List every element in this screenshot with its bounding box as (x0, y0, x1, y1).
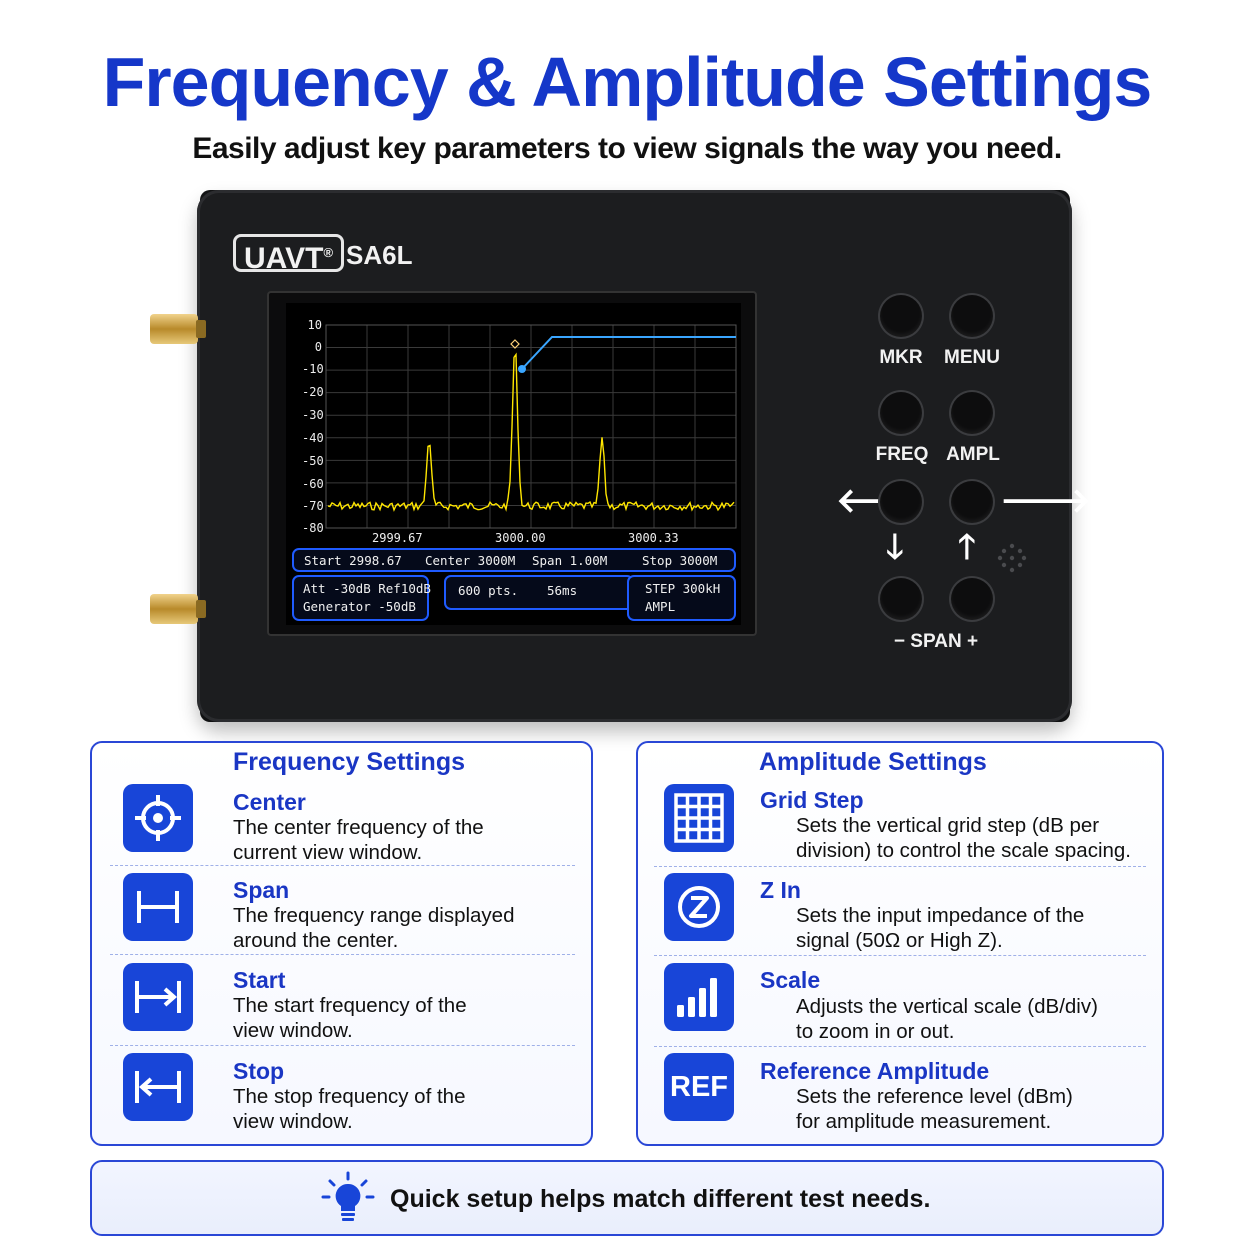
arrow-down-icon: 🡓 (886, 528, 904, 566)
menu-button[interactable] (951, 295, 993, 337)
span-icon (123, 873, 193, 941)
span-heading: Span (233, 877, 290, 903)
y-tick-label: -20 (302, 385, 324, 399)
sma-connector-top (150, 314, 206, 344)
bar-signal-icon (664, 963, 734, 1031)
freq-label: FREQ (875, 444, 929, 465)
spectrum-plot (325, 324, 737, 529)
status-stop: Stop 3000M (642, 553, 718, 568)
x-tick-label: 3000.00 (495, 531, 546, 545)
crosshair-icon (123, 784, 193, 852)
screen-step-box (627, 575, 736, 621)
row-divider (110, 954, 575, 955)
row-divider (110, 865, 575, 866)
y-tick-label: -70 (302, 499, 324, 513)
mkr-label: MKR (879, 347, 923, 368)
generator-text: Generator -50dB (303, 599, 416, 614)
page-title: Frequency & Amplitude Settings (102, 43, 1153, 121)
row-divider (654, 955, 1146, 956)
mode-text: AMPL (645, 599, 676, 614)
y-tick-label: -50 (302, 454, 324, 468)
y-tick-label: 10 (307, 318, 322, 332)
plot-frame (325, 324, 737, 529)
start-arrow-icon (123, 963, 193, 1031)
span-plus-button[interactable] (951, 578, 993, 620)
y-tick-label: 0 (314, 340, 322, 354)
page-subtitle: Easily adjust key parameters to view sig… (192, 132, 1062, 165)
x-tick-label: 3000.33 (628, 531, 679, 545)
grid-step-heading: Grid Step (760, 787, 864, 813)
reference-amplitude-description: Sets the reference level (dBm)for amplit… (796, 1085, 1073, 1133)
status-span: Span 1.00M (532, 553, 608, 568)
screen-sweep-box (444, 575, 634, 610)
status-center: Center 3000M (425, 553, 516, 568)
arrow-up-icon: 🡑 (958, 528, 976, 566)
row-divider (654, 1046, 1146, 1047)
arrow-right-icon: 🡒 (1000, 482, 1092, 520)
right-button[interactable] (951, 481, 993, 523)
scale-heading: Scale (760, 967, 821, 993)
brand-logo: UAVT® (233, 234, 345, 275)
spectrum-trace (327, 352, 735, 512)
y-tick-label: -80 (302, 521, 324, 535)
z-in-heading: Z In (760, 877, 801, 903)
freq-button[interactable] (880, 392, 922, 434)
banner-text: Quick setup helps match different test n… (390, 1185, 931, 1213)
amplitude-card-title: Amplitude Settings (759, 748, 987, 776)
reference-amplitude-heading: Reference Amplitude (760, 1058, 990, 1084)
status-start: Start 2998.67 (304, 553, 402, 568)
x-tick-label: 2999.67 (372, 531, 423, 545)
z-circle-icon (664, 873, 734, 941)
minus-icon: − (893, 631, 906, 652)
y-tick-label: -30 (302, 408, 324, 422)
ampl-label: AMPL (946, 444, 1000, 465)
y-tick-label: -10 (302, 362, 324, 376)
start-heading: Start (233, 967, 286, 993)
scale-description: Adjusts the vertical scale (dB/div)to zo… (796, 995, 1098, 1043)
tip-banner (90, 1160, 1164, 1236)
att-ref-text: Att -30dB Ref10dB (303, 581, 431, 596)
marker-line (521, 336, 736, 370)
step-text: STEP 300kH (645, 581, 721, 596)
center-heading: Center (233, 789, 306, 815)
ref-icon: REF (664, 1053, 734, 1121)
ampl-button[interactable] (951, 392, 993, 434)
mkr-button[interactable] (880, 295, 922, 337)
span-label: − SPAN + (893, 631, 979, 652)
stop-arrow-icon (123, 1053, 193, 1121)
sweep-time-text: 56ms (547, 583, 578, 598)
menu-label: MENU (944, 347, 1000, 368)
sma-connector-bottom (150, 594, 206, 624)
points-text: 600 pts. (458, 583, 519, 598)
y-tick-label: -60 (302, 477, 324, 491)
plus-icon: + (966, 631, 979, 652)
grid-icon (664, 784, 734, 852)
y-tick-label: -40 (302, 431, 324, 445)
marker-point (518, 365, 526, 373)
frequency-card-title: Frequency Settings (233, 748, 465, 776)
row-divider (110, 1045, 575, 1046)
speaker-grille-icon (997, 543, 1027, 573)
screen-status-bar (292, 548, 736, 572)
span-minus-button[interactable] (880, 578, 922, 620)
model-name: SA6L (346, 240, 413, 270)
lightbulb-icon (321, 1171, 375, 1221)
screen-att-box (292, 575, 429, 621)
peak-marker-icon (510, 339, 520, 349)
left-button[interactable] (880, 481, 922, 523)
row-divider (654, 866, 1146, 867)
stop-heading: Stop (233, 1058, 285, 1084)
